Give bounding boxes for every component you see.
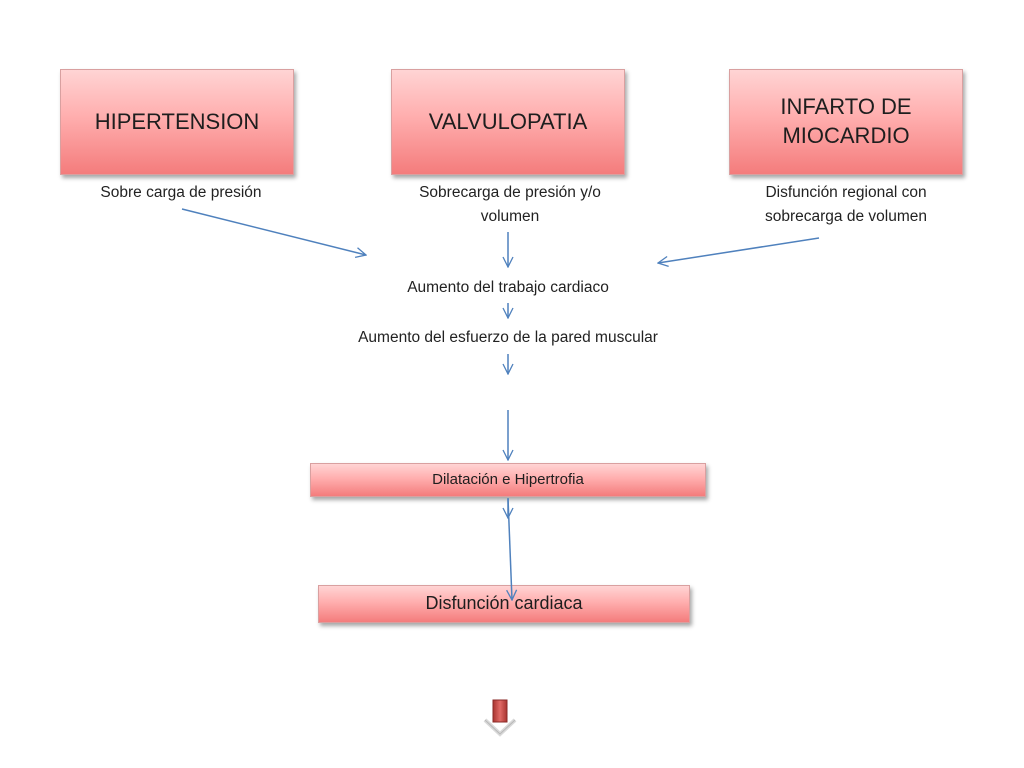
hipertension-title: HIPERTENSION [94,108,260,134]
dilatacion-label: Dilatación e Hipertrofia [432,471,584,489]
trabajo-cardiaco-label: Aumento del trabajo cardiaco [407,279,609,296]
infarto-title: INFARTO DE MIOCARDIO [780,94,912,148]
arrow-infarto-to-work [658,237,820,263]
down-arrow-icon[interactable] [482,698,518,738]
arrow-to-disfuncion [508,497,512,600]
arrow-hipertension-to-work [181,208,366,255]
infarto-effect-label: Disfunción regional con sobrecarga de vo… [765,184,927,226]
disfuncion-label: Disfunción cardiaca [425,593,583,614]
valvulopatia-title: VALVULOPATIA [428,108,588,134]
dilatacion-box: Dilatación e Hipertrofia [310,463,706,497]
valvulopatia-effect-label: Sobrecarga de presión y/o volumen [419,184,601,226]
hipertension-effect-label: Sobre carga de presión [100,184,262,201]
valvulopatia-box: VALVULOPATIA [391,69,625,175]
esfuerzo-pared-label: Aumento del esfuerzo de la pared muscula… [358,329,658,346]
infarto-box: INFARTO DE MIOCARDIO [729,69,963,175]
disfuncion-box: Disfunción cardiaca [318,585,690,623]
hipertension-box: HIPERTENSION [60,69,294,175]
